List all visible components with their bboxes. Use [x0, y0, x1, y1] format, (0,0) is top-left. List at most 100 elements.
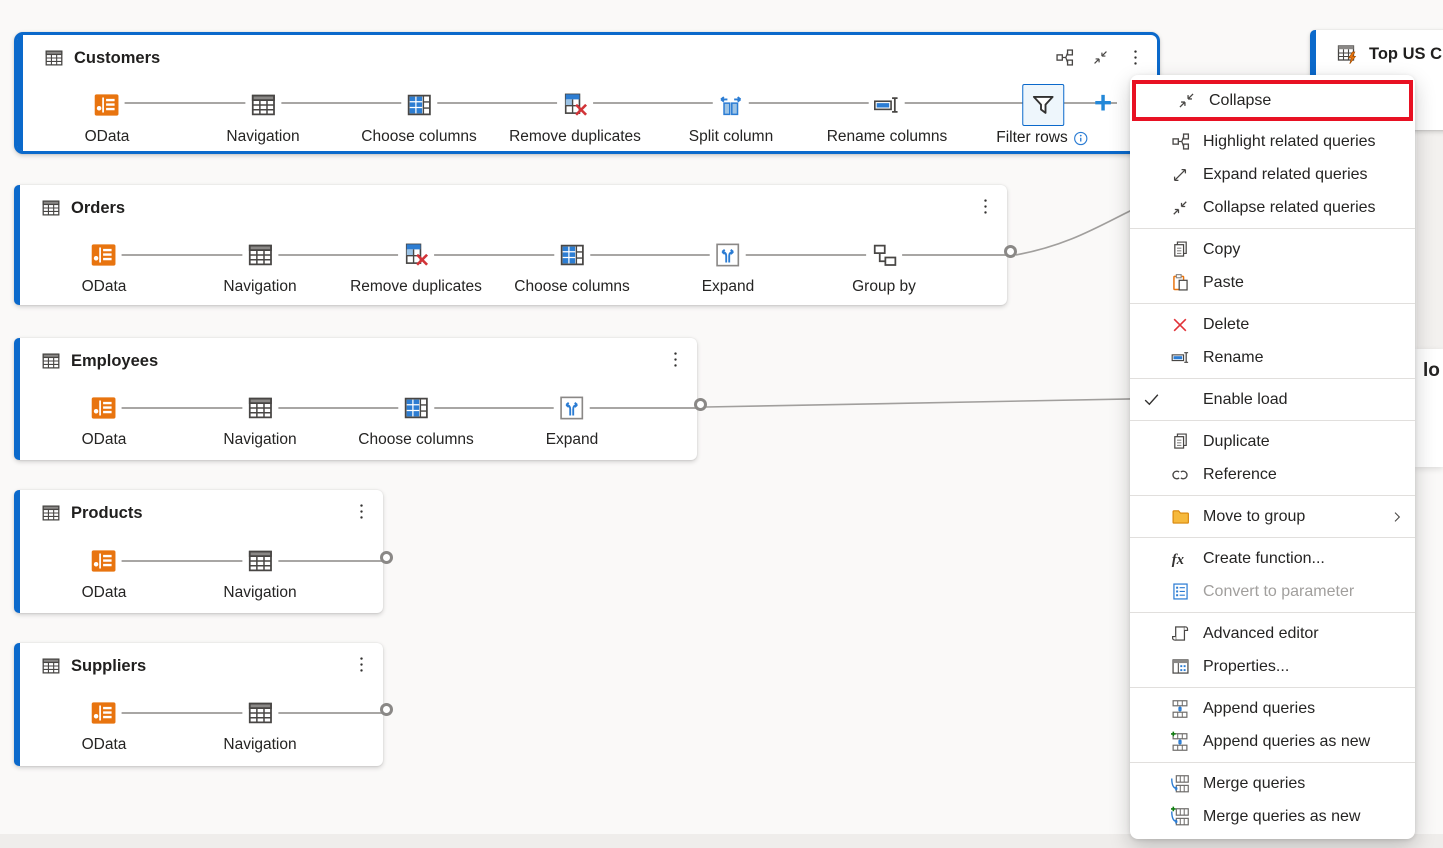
query-card-products[interactable]: Products OData Navigation [14, 490, 393, 613]
table-icon [40, 655, 62, 677]
properties-icon [1170, 656, 1191, 677]
folder-icon [1170, 506, 1191, 527]
step-odata[interactable]: OData [82, 237, 126, 296]
info-icon[interactable] [1073, 130, 1090, 147]
background-strip [1417, 130, 1443, 349]
rename-columns-icon [868, 87, 905, 123]
menu-item-copy[interactable]: Copy [1130, 233, 1415, 266]
query-card-customers[interactable]: Customers OData Navigation Choose column… [14, 32, 1160, 154]
table-lightning-icon [1336, 42, 1360, 66]
menu-item-collapse-related-queries[interactable]: Collapse related queries [1130, 191, 1415, 224]
menu-item-convert-to-parameter: Convert to parameter [1130, 575, 1415, 608]
step-navigation[interactable]: Navigation [223, 390, 297, 449]
delete-icon [1170, 315, 1190, 335]
menu-item-reference[interactable]: Reference [1130, 458, 1415, 491]
collapse-icon[interactable] [1091, 48, 1110, 67]
menu-separator [1130, 612, 1415, 613]
step-expand[interactable]: Expand [702, 237, 754, 296]
step-odata[interactable]: OData [82, 390, 126, 449]
menu-item-collapse[interactable]: Collapse [1136, 84, 1409, 117]
menu-separator [1130, 228, 1415, 229]
step-choose-columns[interactable]: Choose columns [361, 87, 477, 146]
menu-separator [1130, 537, 1415, 538]
step-connector-line [107, 102, 1117, 104]
odata-icon [86, 543, 122, 579]
merge-icon [1169, 773, 1191, 795]
highlight-related-icon[interactable] [1054, 47, 1075, 68]
table-icon [242, 390, 278, 426]
more-icon[interactable] [1126, 48, 1145, 67]
card-title: Suppliers [71, 656, 147, 675]
clipped-text: lo [1423, 360, 1440, 381]
more-icon[interactable] [352, 655, 371, 674]
query-card-employees[interactable]: Employees OData Navigation Choose column… [14, 338, 707, 460]
output-port[interactable] [380, 551, 393, 564]
menu-item-highlight-related-queries[interactable]: Highlight related queries [1130, 125, 1415, 158]
card-accent-bar [17, 35, 23, 151]
menu-item-delete[interactable]: Delete [1130, 308, 1415, 341]
step-split-column[interactable]: Split column [689, 87, 773, 146]
step-choose-columns[interactable]: Choose columns [514, 237, 630, 296]
step-filter-rows[interactable]: Filter rows [996, 84, 1089, 147]
step-rename-columns[interactable]: Rename columns [827, 87, 947, 146]
merge-new-icon [1169, 806, 1191, 828]
expand-diagonal-icon [1170, 165, 1190, 185]
step-navigation[interactable]: Navigation [223, 543, 297, 602]
more-icon[interactable] [352, 502, 371, 521]
step-odata[interactable]: OData [85, 87, 129, 146]
menu-separator [1130, 420, 1415, 421]
step-navigation[interactable]: Navigation [223, 237, 297, 296]
step-odata[interactable]: OData [82, 695, 126, 754]
menu-item-append-queries[interactable]: Append queries [1130, 692, 1415, 725]
card-title: Orders [71, 198, 126, 217]
card-accent-bar [14, 338, 20, 460]
step-navigation[interactable]: Navigation [226, 87, 300, 146]
duplicate-icon [1170, 431, 1191, 452]
card-accent-bar [14, 185, 20, 305]
menu-item-create-function[interactable]: Create function... [1130, 542, 1415, 575]
table-icon [242, 695, 278, 731]
odata-icon [86, 390, 122, 426]
remove-duplicates-icon [556, 87, 593, 123]
add-step-button[interactable]: + [1088, 86, 1118, 120]
choose-columns-icon [553, 237, 590, 273]
menu-item-expand-related-queries[interactable]: Expand related queries [1130, 158, 1415, 191]
output-port[interactable] [1004, 245, 1017, 258]
choose-columns-icon [397, 390, 434, 426]
step-remove-duplicates[interactable]: Remove duplicates [509, 87, 641, 146]
step-expand[interactable]: Expand [546, 390, 598, 449]
menu-item-merge-queries-as-new[interactable]: Merge queries as new [1130, 800, 1415, 833]
menu-separator [1130, 378, 1415, 379]
menu-item-move-to-group[interactable]: Move to group [1130, 500, 1415, 533]
output-port[interactable] [694, 398, 707, 411]
menu-item-merge-queries[interactable]: Merge queries [1130, 767, 1415, 800]
expand-icon [553, 390, 590, 426]
step-group-by[interactable]: Group by [852, 237, 916, 296]
step-remove-duplicates[interactable]: Remove duplicates [350, 237, 482, 296]
table-icon [242, 543, 278, 579]
append-icon [1169, 698, 1191, 720]
menu-item-properties[interactable]: Properties... [1130, 650, 1415, 683]
parameter-icon [1170, 581, 1191, 602]
advanced-editor-icon [1170, 623, 1191, 644]
menu-separator [1130, 303, 1415, 304]
step-odata[interactable]: OData [82, 543, 126, 602]
menu-separator [1130, 495, 1415, 496]
output-port[interactable] [380, 703, 393, 716]
menu-item-rename[interactable]: Rename [1130, 341, 1415, 374]
collapse-icon [1170, 198, 1190, 218]
query-card-suppliers[interactable]: Suppliers OData Navigation [14, 643, 393, 766]
more-icon[interactable] [976, 197, 995, 216]
menu-item-enable-load[interactable]: Enable load [1130, 383, 1415, 416]
menu-item-advanced-editor[interactable]: Advanced editor [1130, 617, 1415, 650]
copy-icon [1170, 239, 1191, 260]
choose-columns-icon [400, 87, 437, 123]
step-choose-columns[interactable]: Choose columns [358, 390, 474, 449]
more-icon[interactable] [666, 350, 685, 369]
menu-item-duplicate[interactable]: Duplicate [1130, 425, 1415, 458]
context-menu: Collapse Highlight related queries Expan… [1130, 75, 1415, 839]
step-navigation[interactable]: Navigation [223, 695, 297, 754]
menu-item-append-queries-as-new[interactable]: Append queries as new [1130, 725, 1415, 758]
menu-item-paste[interactable]: Paste [1130, 266, 1415, 299]
query-card-orders[interactable]: Orders OData Navigation Remove duplicate… [14, 185, 1017, 305]
